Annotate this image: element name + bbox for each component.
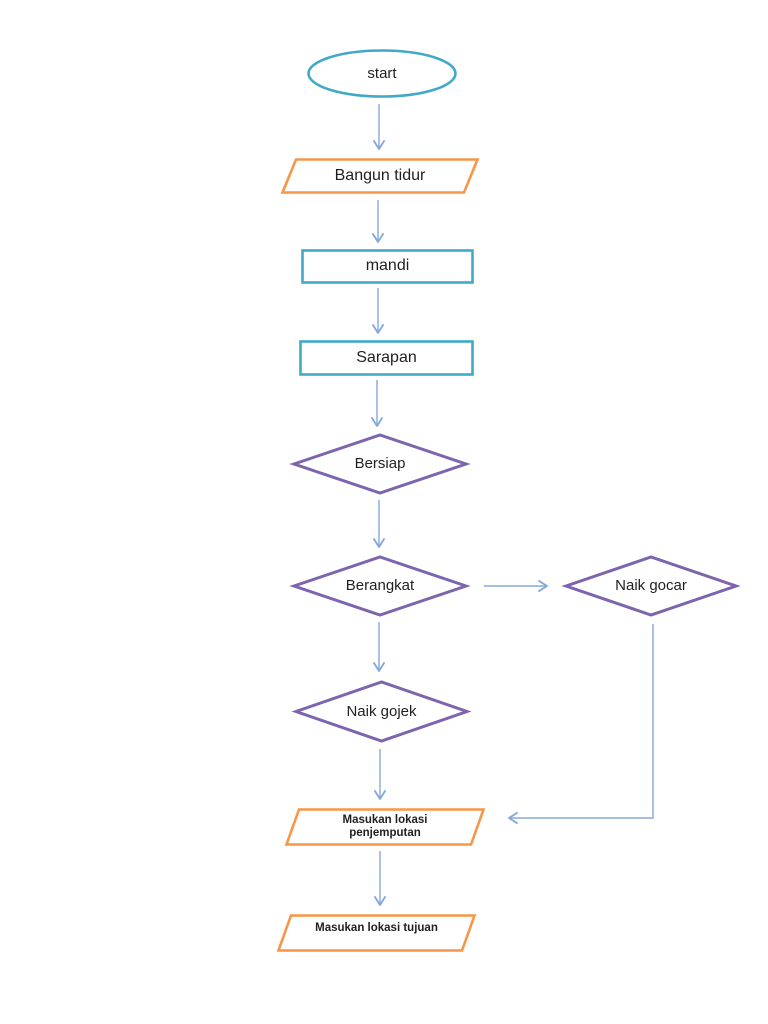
node-mandi-label: mandi [365,257,410,275]
node-naik-gojek-label: Naik gojek [346,702,417,720]
label-line-2: penjemputan [349,827,421,839]
parallelogram-shape [276,914,477,952]
node-naik-gojek: Naik gojek [291,680,472,743]
label-line-1: Masukan lokasi [342,813,428,826]
decision-shape [291,680,472,743]
node-berangkat: Berangkat [289,555,471,617]
node-start: start [307,49,457,98]
node-bangun-tidur-label: Bangun tidur [334,166,426,184]
parallelogram-shape [284,808,486,846]
node-bersiap-label: Bersiap [354,455,406,473]
node-masukan-lokasi-penjemputan-label: Masukan lokasi penjemputan [285,808,485,846]
parallelogram-shape [280,158,480,194]
node-sarapan-label: Sarapan [356,348,417,366]
node-mandi: mandi [301,249,474,284]
node-berangkat-label: Berangkat [345,577,415,595]
process-shape [299,340,474,376]
node-masukan-lokasi-penjemputan: Masukan lokasi penjemputan [284,808,486,846]
decision-shape [289,433,471,495]
node-bersiap: Bersiap [289,433,471,495]
decision-shape [561,555,741,617]
node-masukan-lokasi-tujuan: Masukan lokasi tujuan [276,914,477,952]
node-masukan-lokasi-tujuan-label: Masukan lokasi tujuan [315,922,438,935]
node-sarapan: Sarapan [299,340,474,376]
connector-naik-gocar-to-penjemputan [508,624,654,824]
node-naik-gocar: Naik gocar [561,555,741,617]
process-shape [301,249,474,284]
terminator-shape [307,49,457,98]
node-bangun-tidur: Bangun tidur [280,158,480,194]
node-start-label: start [367,64,397,82]
node-naik-gocar-label: Naik gocar [615,577,687,595]
decision-shape [289,555,471,617]
